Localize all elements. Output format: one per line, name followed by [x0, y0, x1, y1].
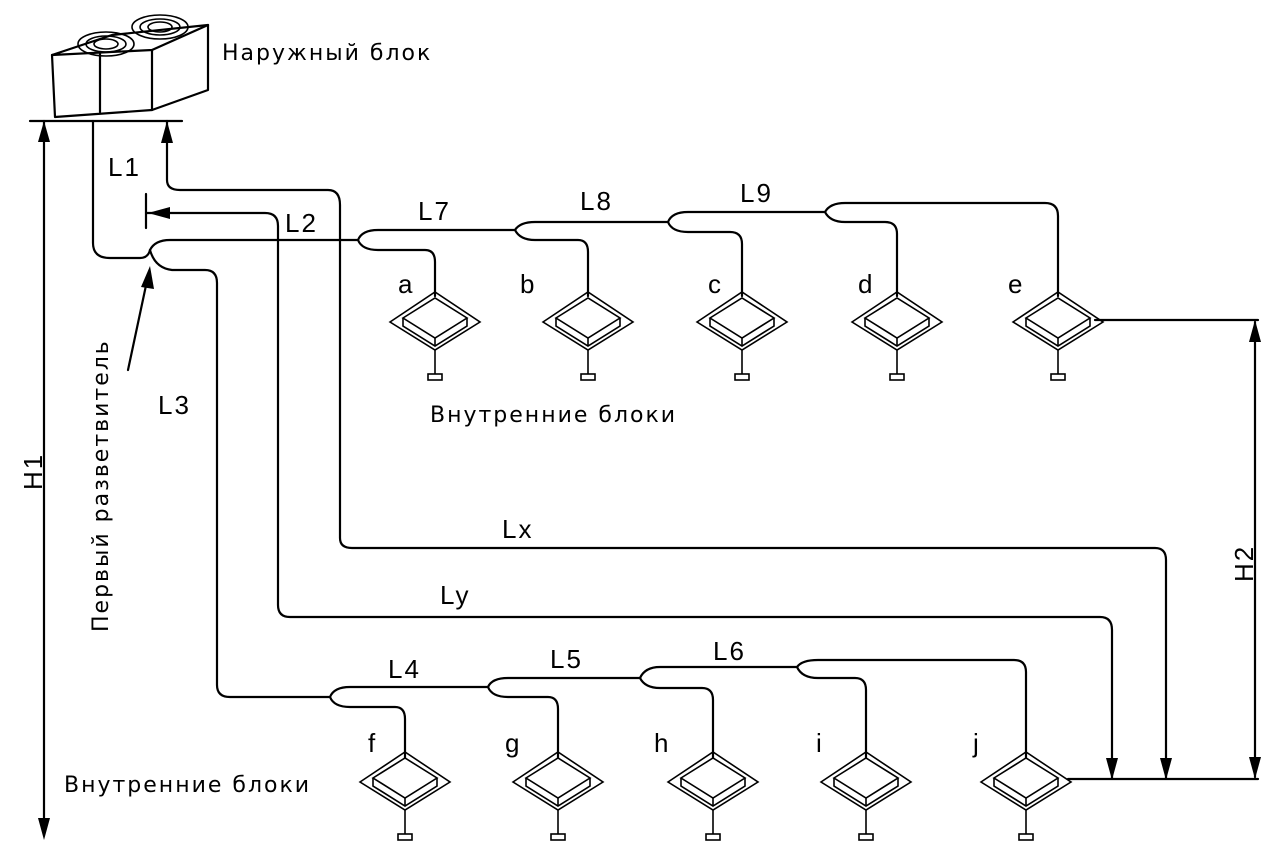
unit-b-label: b — [520, 269, 536, 299]
unit-j-label: j — [972, 728, 981, 758]
indoor-unit-j — [980, 751, 1072, 841]
unit-h-label: h — [654, 728, 670, 758]
indoor-units-bottom-label: Внутренние блоки — [64, 773, 311, 798]
l8-label: L8 — [580, 186, 613, 216]
l4-label: L4 — [388, 654, 421, 684]
bottom-row-piping — [328, 658, 1028, 760]
pipe-lx — [165, 119, 1168, 780]
indoor-units-top-label: Внутренние блоки — [430, 403, 677, 428]
indoor-unit-a — [389, 291, 481, 381]
l6-label: L6 — [713, 636, 746, 666]
unit-f-label: f — [368, 728, 377, 758]
indoor-unit-c — [696, 291, 788, 381]
first-branch-pointer — [126, 274, 150, 372]
unit-e-label: e — [1008, 269, 1024, 299]
l1-label: L1 — [108, 152, 141, 182]
unit-a-label: a — [398, 269, 414, 299]
h1-label: H1 — [18, 453, 48, 490]
first-branch-label: Первый разветвитель — [89, 339, 114, 632]
l9-label: L9 — [740, 178, 773, 208]
lx-label: Lx — [502, 514, 533, 544]
indoor-unit-f — [359, 751, 451, 841]
pipe-l3 — [148, 248, 332, 699]
main-pipe-l1 — [91, 119, 152, 260]
l2-label: L2 — [285, 208, 318, 238]
l7-label: L7 — [418, 196, 451, 226]
pipe-ly — [144, 211, 1114, 780]
h1-dimension — [38, 119, 50, 840]
indoor-unit-i — [820, 751, 912, 841]
ly-label: Ly — [440, 580, 471, 610]
indoor-unit-b — [542, 291, 634, 381]
l3-label: L3 — [158, 390, 191, 420]
h2-dimension — [1066, 318, 1261, 781]
indoor-unit-e — [1012, 291, 1104, 381]
unit-i-label: i — [816, 728, 824, 758]
first-branch-top — [148, 238, 360, 252]
top-row-piping — [356, 201, 1060, 298]
unit-g-label: g — [505, 728, 521, 758]
outdoor-unit-label: Наружный блок — [222, 41, 432, 66]
unit-d-label: d — [858, 269, 874, 299]
outdoor-unit — [50, 14, 210, 119]
indoor-unit-g — [512, 751, 604, 841]
indoor-unit-h — [667, 751, 759, 841]
h2-label: H2 — [1229, 545, 1259, 582]
l5-label: L5 — [550, 644, 583, 674]
indoor-unit-d — [851, 291, 943, 381]
unit-c-label: c — [708, 269, 723, 299]
